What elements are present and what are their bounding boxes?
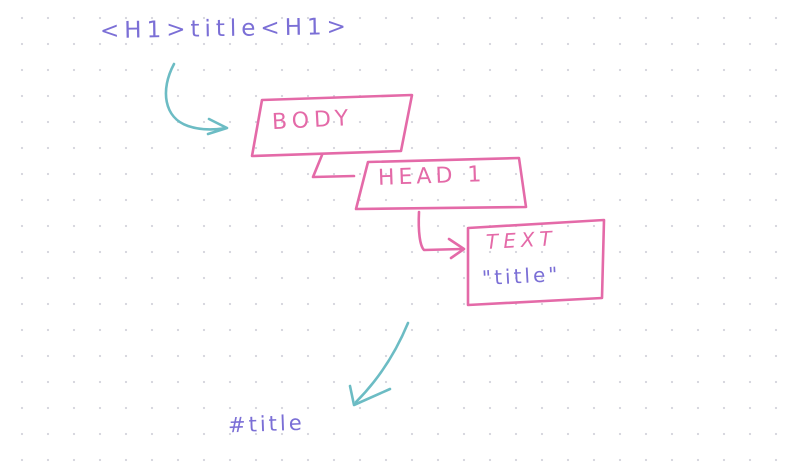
body-to-head-connector — [311, 153, 356, 179]
head-to-text-connector — [417, 210, 464, 252]
head-node-label: HEAD 1 — [377, 162, 486, 191]
body-node-label: BODY — [271, 105, 354, 136]
dom-to-selector-arrowhead — [348, 384, 392, 407]
code-to-dom-arrow — [164, 62, 228, 131]
html-code-label: <H1>title<H1> — [99, 13, 352, 45]
head-to-text-arrowhead — [447, 237, 466, 260]
text-node-label: TEXT — [485, 226, 558, 254]
code-to-dom-arrowhead — [206, 117, 229, 136]
id-selector-label: #title — [227, 410, 306, 438]
text-node-value: "title" — [481, 261, 562, 291]
dom-to-selector-arrow — [354, 321, 410, 404]
